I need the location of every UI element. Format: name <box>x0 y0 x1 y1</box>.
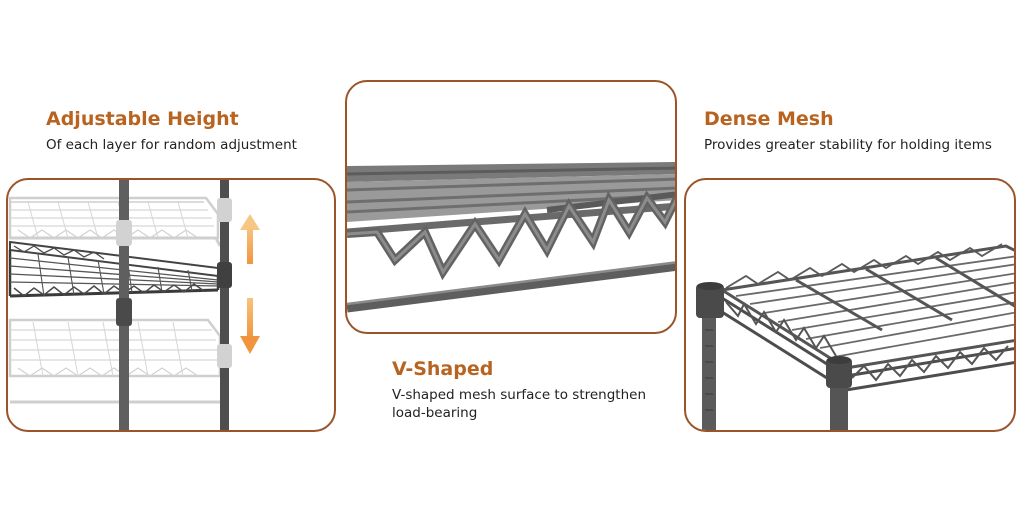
dense-mesh-title: Dense Mesh <box>704 108 834 130</box>
front-post-sleeve <box>116 298 132 326</box>
front-post-sleeve-faded <box>116 220 132 246</box>
middle-shelf <box>8 240 220 298</box>
dense-mesh-image <box>684 178 1016 432</box>
v-shaped-mesh-illustration <box>347 162 675 313</box>
dense-mesh-illustration <box>696 243 1014 430</box>
adjustable-height-title: Adjustable Height <box>46 108 239 130</box>
adjustable-height-description: Of each layer for random adjustment <box>46 137 297 153</box>
front-left-post <box>702 300 716 430</box>
v-shaped-description-line-1: V-shaped mesh surface to strengthen <box>392 387 647 403</box>
adjustable-height-image <box>6 178 336 432</box>
back-post <box>220 180 229 430</box>
v-shaped-image <box>345 80 677 334</box>
lower-shelf-faded <box>8 318 222 404</box>
post-cap <box>696 284 724 318</box>
back-post-sleeve <box>217 262 232 288</box>
dense-mesh-description: Provides greater stability for holding i… <box>704 137 992 153</box>
v-shaped-title: V-Shaped <box>392 358 494 380</box>
up-down-arrow-icon <box>240 214 260 354</box>
adjustable-shelf-illustration <box>8 180 260 430</box>
v-shaped-description-line-2: load-bearing <box>392 405 478 421</box>
upper-shelf-faded <box>8 196 222 247</box>
